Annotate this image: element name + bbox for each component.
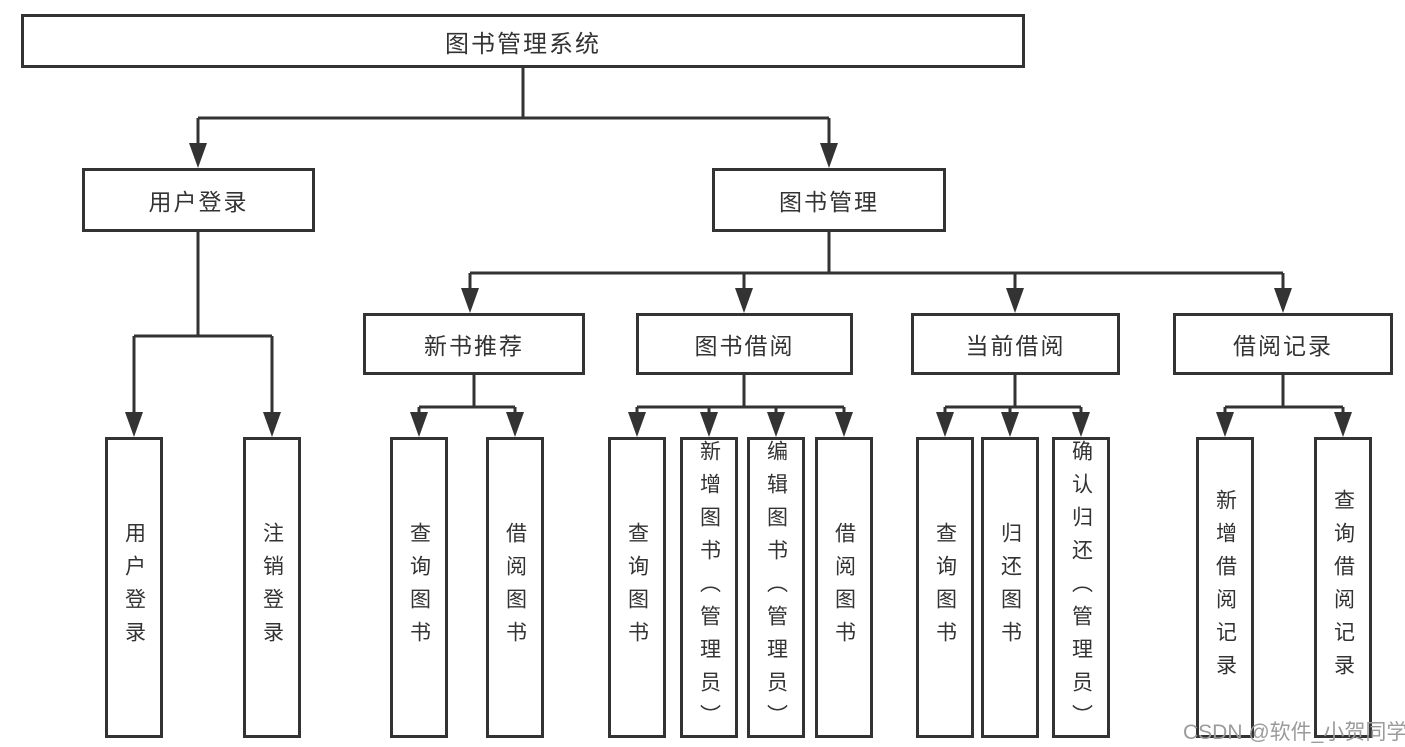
node-label: 借阅图书 (503, 521, 527, 654)
leaf-query-borrow-record: 查询借阅记录 (1314, 437, 1372, 738)
leaf-logout: 注销登录 (243, 437, 301, 738)
arrowhead-icon (263, 412, 281, 437)
node-user-login: 用户登录 (82, 168, 315, 232)
leaf-add-borrow-record: 新增借阅记录 (1196, 437, 1254, 738)
arrowhead-icon (735, 288, 753, 313)
leaf-query-books-recommend: 查询图书 (390, 437, 448, 738)
node-label: 查询图书 (407, 521, 431, 654)
arrowhead-icon (125, 412, 143, 437)
leaf-edit-books-admin: 编辑图书（管理员） (747, 437, 805, 738)
node-label: 新书推荐 (424, 333, 524, 359)
connector-book-management-children (461, 232, 1292, 313)
leaf-borrow-books: 借阅图书 (815, 437, 873, 738)
node-new-book-recommend: 新书推荐 (363, 313, 585, 375)
node-current-borrow: 当前借阅 (911, 313, 1120, 375)
arrowhead-icon (767, 412, 785, 437)
node-label: 确认归还（管理员） (1069, 440, 1093, 737)
node-label: 查询借阅记录 (1331, 488, 1355, 687)
leaf-borrow-books-recommend: 借阅图书 (486, 437, 544, 738)
node-label: 查询图书 (933, 521, 957, 654)
node-label: 编辑图书（管理员） (764, 440, 788, 737)
arrowhead-icon (410, 412, 428, 437)
arrowhead-icon (1006, 288, 1024, 313)
arrowhead-icon (1334, 412, 1352, 437)
arrowhead-icon (1216, 412, 1234, 437)
connector-user-login-children (125, 232, 281, 437)
node-label: 用户登录 (122, 521, 146, 654)
arrowhead-icon (835, 412, 853, 437)
node-book-management: 图书管理 (712, 168, 946, 232)
leaf-query-books-borrow: 查询图书 (608, 437, 666, 738)
node-label: 借阅记录 (1233, 333, 1333, 359)
connector-current-borrow-children (936, 375, 1090, 437)
leaf-query-books-current: 查询图书 (916, 437, 974, 738)
node-label: 注销登录 (260, 521, 284, 654)
leaf-confirm-return-admin: 确认归还（管理员） (1052, 437, 1110, 738)
connector-root-to-level2 (189, 68, 838, 168)
node-label: 新增图书（管理员） (697, 440, 721, 737)
arrowhead-icon (189, 143, 207, 168)
node-root-library-system: 图书管理系统 (21, 14, 1025, 68)
arrowhead-icon (820, 143, 838, 168)
node-label: 图书管理系统 (445, 30, 601, 58)
watermark: CSDN @软件_小贺同学 (1183, 721, 1405, 744)
arrowhead-icon (628, 412, 646, 437)
arrowhead-icon (1001, 412, 1019, 437)
node-label: 查询图书 (625, 521, 649, 654)
arrowhead-icon (506, 412, 524, 437)
node-label: 新增借阅记录 (1213, 488, 1237, 687)
node-label: 图书管理 (779, 189, 879, 215)
arrowhead-icon (1274, 288, 1292, 313)
arrowhead-icon (700, 412, 718, 437)
connector-new-book-children (410, 375, 524, 437)
arrowhead-icon (461, 288, 479, 313)
node-book-borrow: 图书借阅 (636, 313, 853, 375)
node-label: 当前借阅 (965, 333, 1066, 359)
node-borrow-records: 借阅记录 (1173, 313, 1393, 375)
node-label: 图书借阅 (694, 333, 795, 359)
connector-borrow-records-children (1216, 375, 1352, 437)
leaf-add-books-admin: 新增图书（管理员） (680, 437, 738, 738)
leaf-return-books: 归还图书 (981, 437, 1039, 738)
arrowhead-icon (936, 412, 954, 437)
leaf-user-login: 用户登录 (105, 437, 163, 738)
arrowhead-icon (1072, 412, 1090, 437)
node-label: 归还图书 (998, 521, 1022, 654)
connector-book-borrow-children (628, 375, 853, 437)
node-label: 借阅图书 (832, 521, 856, 654)
node-label: 用户登录 (148, 189, 249, 215)
